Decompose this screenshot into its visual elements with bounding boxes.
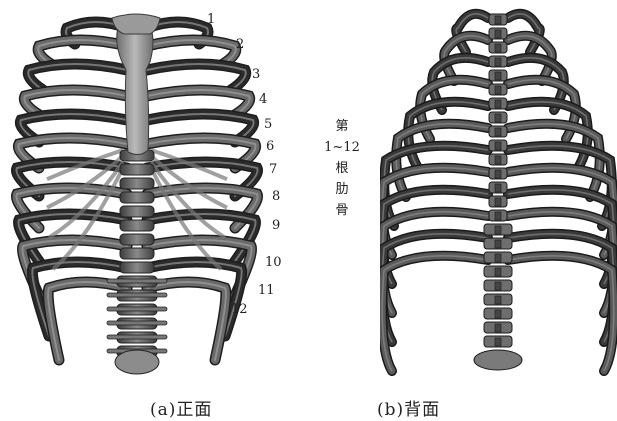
rib	[508, 102, 588, 168]
sacrum-top	[474, 350, 522, 370]
back-rib-cage-illustration	[380, 0, 617, 385]
label-line: 肋	[322, 179, 362, 200]
back-view-panel	[380, 0, 617, 385]
manubrium	[112, 14, 160, 34]
rib-number-label: 10	[265, 256, 282, 270]
rib	[382, 234, 488, 342]
label-line: 根	[322, 158, 362, 179]
spinous-process	[495, 44, 501, 52]
label-line: 1~12	[322, 137, 362, 158]
rib-highlight	[382, 234, 488, 342]
rib-highlight	[508, 256, 614, 371]
label-line: 骨	[322, 200, 362, 221]
front-rib-cage-illustration	[0, 0, 300, 385]
spinous-process	[495, 58, 501, 66]
rib	[408, 102, 488, 168]
spinous-process	[495, 198, 501, 206]
rib-highlight	[382, 256, 488, 371]
spinous-process	[495, 156, 501, 164]
spinous-process	[495, 240, 501, 248]
label-line: 第	[322, 116, 362, 137]
rib	[508, 234, 614, 342]
spinous-process	[495, 254, 501, 262]
vertebra-process	[107, 335, 167, 339]
rib-outline	[382, 256, 488, 371]
spinous-process	[495, 16, 501, 24]
front-view-panel: 1 2 3 4 5 6 7 8 9 10 11 12	[0, 0, 300, 385]
spinous-process	[495, 30, 501, 38]
spinous-process	[495, 282, 501, 290]
rib-range-label: 第 1~12 根 肋 骨	[322, 116, 362, 221]
rib-number-label: 9	[272, 219, 280, 233]
vertebra	[120, 192, 154, 203]
vertebra	[120, 206, 154, 217]
rib-number-label: 1	[207, 13, 215, 27]
vertebra	[120, 248, 154, 259]
rib-number-label: 2	[236, 38, 244, 52]
vertebra-process	[107, 279, 167, 283]
vertebra	[120, 262, 154, 273]
rib-number-label: 7	[269, 163, 277, 177]
caption-back: (b)背面	[377, 395, 440, 420]
spinous-process	[495, 310, 501, 318]
spinous-process	[495, 128, 501, 136]
rib-outline	[508, 234, 614, 342]
spinous-process	[495, 114, 501, 122]
spinous-process	[495, 296, 501, 304]
rib-number-label: 3	[252, 68, 260, 82]
caption-front: (a)正面	[150, 395, 212, 420]
spinous-process	[495, 212, 501, 220]
vertebra-process	[107, 321, 167, 325]
vertebra-process	[107, 307, 167, 311]
spinous-process	[495, 226, 501, 234]
sacrum-top	[115, 350, 159, 374]
rib-number-label: 12	[231, 303, 248, 317]
rib-outline	[382, 234, 488, 342]
spinous-process	[495, 86, 501, 94]
rib-outline	[508, 256, 614, 371]
vertebra	[120, 220, 154, 231]
spinous-process	[495, 324, 501, 332]
vertebra	[120, 178, 154, 189]
spinous-process	[495, 142, 501, 150]
spinous-process	[495, 338, 501, 346]
spinous-process	[495, 170, 501, 178]
rib-number-label: 4	[259, 93, 267, 107]
spinous-process	[495, 268, 501, 276]
spinous-process	[495, 100, 501, 108]
rib	[508, 256, 614, 371]
vertebra	[120, 234, 154, 245]
spinous-process	[495, 72, 501, 80]
rib-number-label: 6	[266, 140, 274, 154]
vertebra	[120, 164, 154, 175]
rib	[382, 256, 488, 371]
rib-highlight	[508, 234, 614, 342]
rib-number-label: 11	[258, 284, 275, 298]
vertebra-process	[107, 293, 167, 297]
rib-number-label: 5	[264, 118, 272, 132]
spinous-process	[495, 184, 501, 192]
rib-number-label: 8	[272, 190, 280, 204]
